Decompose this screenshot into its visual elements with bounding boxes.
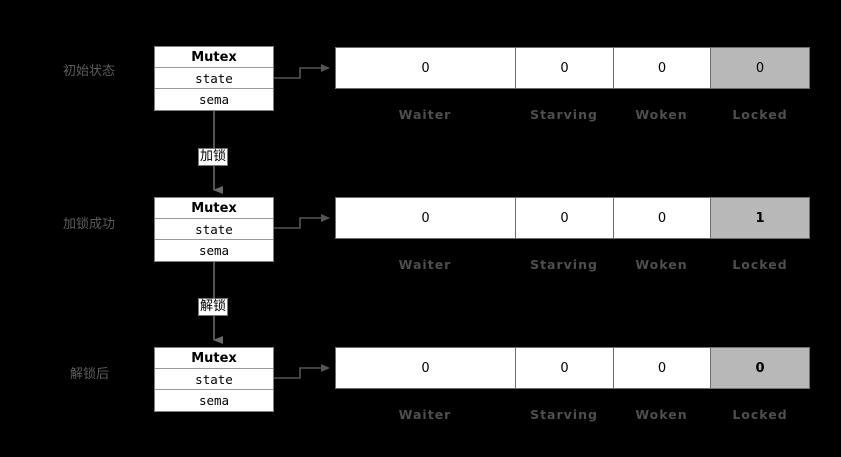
caption-woken: Woken — [635, 106, 688, 122]
stage-label-initial: 初始状态 — [63, 64, 116, 79]
bit-table-locked: 0 0 0 1 — [335, 197, 810, 239]
mutex-field-state: state — [155, 219, 273, 240]
stage-label-unlocked: 解锁后 — [70, 367, 110, 382]
mutex-title: Mutex — [155, 47, 273, 68]
caption-waiter: Waiter — [398, 256, 452, 272]
bit-cell-woken: 0 — [613, 47, 710, 89]
caption-locked: Locked — [732, 256, 788, 272]
bit-cell-waiter: 0 — [335, 347, 515, 389]
caption-woken: Woken — [635, 406, 688, 422]
connector-state-to-bits-locked — [274, 214, 330, 229]
bit-captions-unlocked: Waiter Starving Woken Locked — [335, 405, 810, 423]
caption-woken: Woken — [635, 256, 688, 272]
transition-label-lock: 加锁 — [198, 148, 229, 166]
bit-cell-starving: 0 — [515, 47, 613, 89]
mutex-field-state: state — [155, 68, 273, 89]
mutex-title: Mutex — [155, 348, 273, 369]
mutex-struct-locked: Mutex state sema — [154, 197, 274, 262]
mutex-field-sema: sema — [155, 89, 273, 110]
bit-cell-locked: 0 — [710, 47, 810, 89]
bit-cell-starving: 0 — [515, 347, 613, 389]
bit-cell-woken: 0 — [613, 197, 710, 239]
mutex-struct-initial: Mutex state sema — [154, 46, 274, 111]
bit-captions-initial: Waiter Starving Woken Locked — [335, 105, 810, 123]
bit-cell-waiter: 0 — [335, 197, 515, 239]
bit-cell-locked: 1 — [710, 197, 810, 239]
bit-cell-locked: 0 — [710, 347, 810, 389]
connector-state-to-bits-initial — [274, 64, 330, 79]
mutex-field-state: state — [155, 369, 273, 390]
caption-waiter: Waiter — [398, 406, 452, 422]
mutex-title: Mutex — [155, 198, 273, 219]
connector-state-to-bits-unlocked — [274, 364, 330, 379]
bit-captions-locked: Waiter Starving Woken Locked — [335, 255, 810, 273]
bit-cell-woken: 0 — [613, 347, 710, 389]
caption-locked: Locked — [732, 406, 788, 422]
caption-starving: Starving — [530, 106, 598, 122]
stage-label-locked: 加锁成功 — [63, 217, 116, 232]
caption-locked: Locked — [732, 106, 788, 122]
bit-table-unlocked: 0 0 0 0 — [335, 347, 810, 389]
transition-label-unlock: 解锁 — [198, 298, 229, 316]
bit-table-initial: 0 0 0 0 — [335, 47, 810, 89]
bit-cell-waiter: 0 — [335, 47, 515, 89]
mutex-field-sema: sema — [155, 240, 273, 261]
mutex-field-sema: sema — [155, 390, 273, 411]
caption-starving: Starving — [530, 406, 598, 422]
caption-starving: Starving — [530, 256, 598, 272]
caption-waiter: Waiter — [398, 106, 452, 122]
bit-cell-starving: 0 — [515, 197, 613, 239]
mutex-struct-unlocked: Mutex state sema — [154, 347, 274, 412]
